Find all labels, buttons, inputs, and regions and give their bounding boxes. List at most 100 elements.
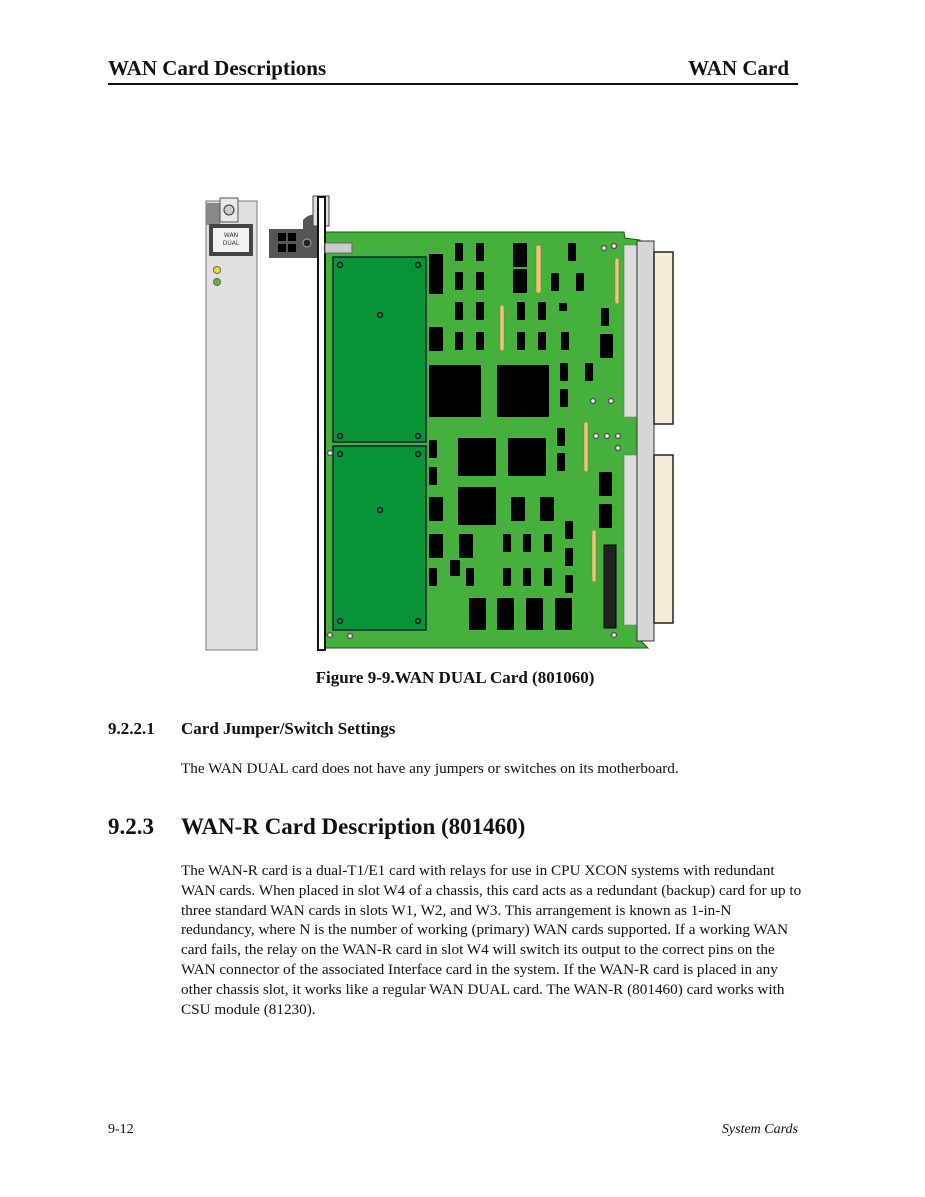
ic-chip <box>429 497 443 521</box>
ic-chip <box>455 332 463 350</box>
component-pad-icon <box>603 432 611 440</box>
ic-chip <box>568 243 576 261</box>
component-pad-icon <box>346 632 354 640</box>
ic-chip <box>599 504 612 528</box>
mount-hole-icon <box>336 450 344 458</box>
ic-chip <box>455 243 463 261</box>
ic-chip <box>469 598 486 630</box>
backplane-strip <box>636 240 655 642</box>
pin-header <box>603 544 617 629</box>
backplane-connector-top <box>653 251 674 425</box>
mount-hole-icon <box>414 432 422 440</box>
ic-chip <box>557 453 565 471</box>
mount-hole-icon <box>336 261 344 269</box>
component-pad-icon <box>610 242 618 250</box>
mount-hole-icon <box>414 261 422 269</box>
ic-chip <box>497 365 549 417</box>
ic-chip <box>526 598 543 630</box>
daughter-board-bottom <box>332 445 427 631</box>
ic-chip <box>476 332 484 350</box>
ic-chip <box>555 598 572 630</box>
ic-chip <box>601 308 609 326</box>
ic-chip <box>459 534 473 558</box>
screw-icon <box>223 204 235 216</box>
ic-chip <box>565 548 573 566</box>
backplane-connector-bottom <box>653 454 674 624</box>
mount-hole-icon <box>336 432 344 440</box>
led-yellow-icon <box>213 266 221 274</box>
ic-chip <box>560 363 568 381</box>
ic-chip <box>513 243 527 267</box>
ic-chip <box>565 575 573 593</box>
page-number: 9-12 <box>108 1122 134 1137</box>
card-rail <box>317 196 326 651</box>
wan-dual-card-figure: WAN DUAL <box>205 195 674 651</box>
connector-pins-top <box>623 244 638 418</box>
section-body: The WAN DUAL card does not have any jump… <box>181 760 679 777</box>
faceplate-label-line2: DUAL <box>223 240 240 247</box>
ic-chip <box>476 243 484 261</box>
component-pad-icon <box>607 397 615 405</box>
gold-component <box>614 257 620 305</box>
ic-chip <box>523 568 531 586</box>
ic-chip <box>429 365 481 417</box>
ic-chip <box>565 521 573 539</box>
gold-component <box>535 244 542 294</box>
ic-chip <box>538 302 546 320</box>
ic-chip <box>559 303 567 311</box>
ic-chip <box>476 302 484 320</box>
gold-component <box>591 529 597 583</box>
ic-chip <box>476 272 484 290</box>
ic-chip <box>429 440 437 458</box>
ic-chip <box>497 598 514 630</box>
gold-component <box>583 421 589 473</box>
figure-caption: Figure 9-9.WAN DUAL Card (801060) <box>315 668 595 687</box>
ic-chip <box>429 327 443 351</box>
component-pad-icon <box>326 449 334 457</box>
component-pad-icon <box>614 444 622 452</box>
mount-hole-icon <box>414 617 422 625</box>
component-pad-icon <box>589 397 597 405</box>
ic-chip <box>551 273 559 291</box>
ic-chip <box>513 269 527 293</box>
ic-chip <box>544 534 552 552</box>
ic-chip <box>585 363 593 381</box>
component-pad-icon <box>600 244 608 252</box>
ic-chip <box>561 332 569 350</box>
ic-chip <box>576 273 584 291</box>
gold-component <box>499 304 505 352</box>
ic-chip <box>511 497 525 521</box>
section-body: The WAN-R card is a dual-T1/E1 card with… <box>181 862 802 1018</box>
mount-hole-icon <box>414 450 422 458</box>
mount-hole-icon <box>376 311 384 319</box>
ic-chip <box>455 272 463 290</box>
component-pad-icon <box>326 631 334 639</box>
ic-chip <box>458 438 496 476</box>
component-pad-icon <box>614 432 622 440</box>
ic-chip <box>560 389 568 407</box>
ic-chip <box>503 568 511 586</box>
ic-chip <box>458 487 496 525</box>
component-pad-icon <box>610 631 618 639</box>
ic-chip <box>429 568 437 586</box>
faceplate: WAN DUAL <box>205 197 258 651</box>
header-rule <box>108 83 798 85</box>
section-title: WAN-R Card Description (801460) <box>181 814 526 839</box>
ic-chip <box>544 568 552 586</box>
ic-chip <box>429 534 443 558</box>
running-header-left: WAN Card Descriptions <box>108 56 327 80</box>
ic-chip <box>429 254 443 294</box>
ic-chip <box>503 534 511 552</box>
ic-chip <box>517 302 525 320</box>
ic-chip <box>523 534 531 552</box>
footer-section: System Cards <box>721 1122 798 1137</box>
ic-chip <box>450 560 460 576</box>
ic-chip <box>600 334 613 358</box>
ic-chip <box>557 428 565 446</box>
section-title: Card Jumper/Switch Settings <box>181 719 396 738</box>
mount-hole-icon <box>376 506 384 514</box>
section-number: 9.2.3 <box>108 814 154 839</box>
faceplate-label-line1: WAN <box>224 232 238 239</box>
ic-chip <box>517 332 525 350</box>
ic-chip <box>429 467 437 485</box>
